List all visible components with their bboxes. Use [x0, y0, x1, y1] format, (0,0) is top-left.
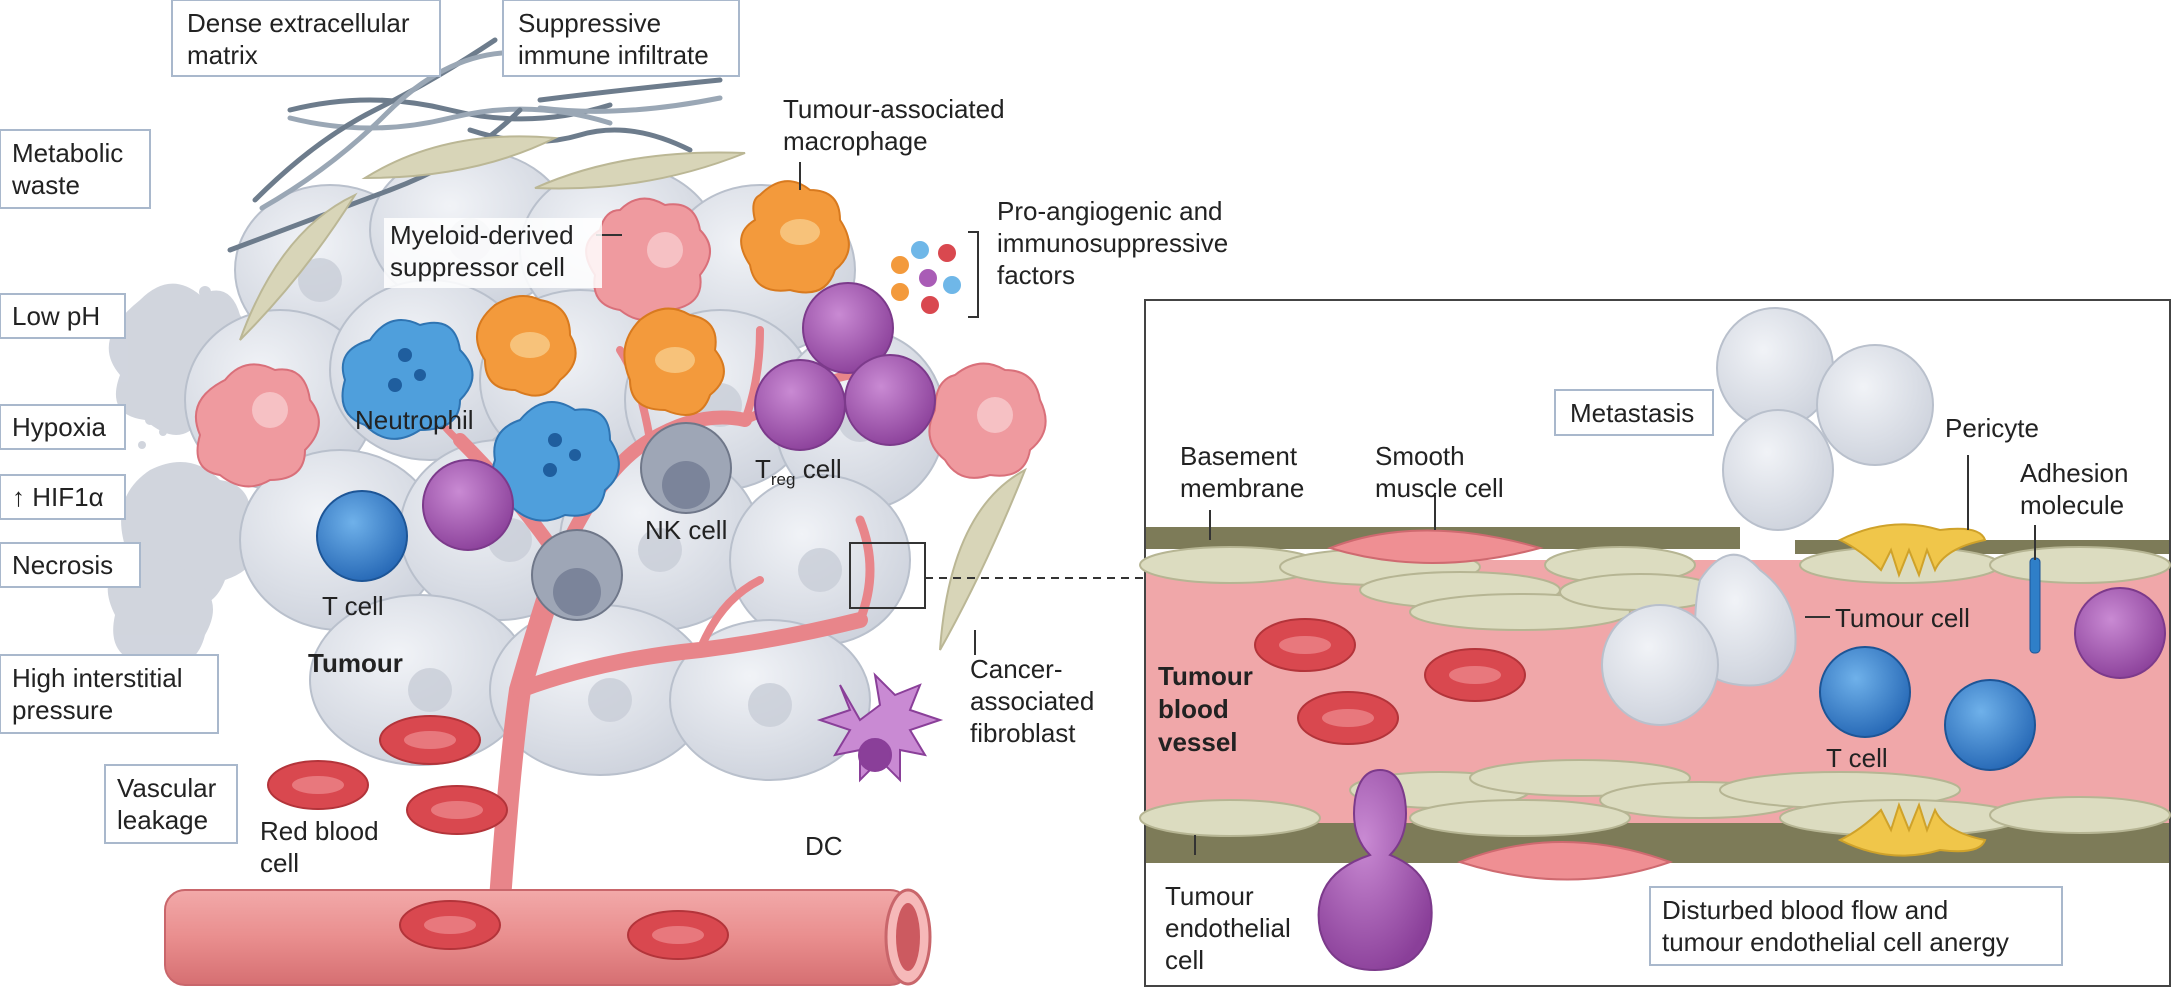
label-disturbed-flow: Disturbed blood flow and tumour endothel… — [1662, 895, 2009, 957]
label-neutrophil: Neutrophil — [355, 405, 474, 435]
treg-cell — [422, 459, 514, 551]
label-vascular-leakage: Vascular leakage — [117, 773, 223, 835]
mdsc-cell — [585, 197, 711, 321]
treg-cell — [844, 354, 936, 446]
label-metabolic-waste: Metabolic waste — [11, 138, 131, 200]
treg-cell — [802, 282, 894, 374]
treg-cells — [422, 282, 936, 551]
label-pericyte: Pericyte — [1945, 413, 2039, 443]
label-nk-cell: NK cell — [645, 515, 727, 545]
ecm-fibres — [227, 37, 723, 253]
label-tam: Tumour-associated macrophage — [783, 94, 1012, 156]
label-dc: DC — [805, 831, 843, 861]
label-tumour-blood-vessel: Tumour blood vessel — [1158, 661, 1260, 757]
label-tumour: Tumour — [308, 648, 403, 678]
neutrophils — [341, 319, 620, 522]
label-necrosis: Necrosis — [12, 550, 113, 580]
label-t-cell: T cell — [322, 591, 384, 621]
label-t-cell-vessel: T cell — [1826, 743, 1888, 773]
secreted-factors — [891, 241, 961, 314]
treg-cell — [754, 359, 846, 451]
mdsc-cell — [195, 363, 320, 488]
fibroblasts — [239, 135, 1027, 651]
cancer-associated-fibroblast — [939, 467, 1027, 651]
label-basement-membrane: Basement membrane — [1180, 441, 1304, 503]
label-low-ph: Low pH — [12, 301, 100, 331]
label-caf: Cancer- associated fibroblast — [970, 654, 1102, 748]
metabolic-waste-cluster — [107, 283, 257, 667]
label-interstitial-pressure: High interstitial pressure — [12, 663, 190, 725]
label-dense-ecm: Dense extracellular matrix — [187, 8, 417, 70]
neutrophil — [341, 319, 474, 440]
label-suppressive-infiltrate: Suppressive immune infiltrate — [518, 8, 709, 70]
label-endothelial-cell: Tumour endothelial cell — [1165, 881, 1298, 975]
label-mdsc: Myeloid-derived suppressor cell — [390, 220, 581, 282]
zoom-region — [849, 542, 926, 609]
label-factors: Pro-angiogenic and immunosuppressive fac… — [997, 196, 1235, 290]
t-cell-tumour — [316, 490, 408, 582]
label-boxes-left — [0, 0, 740, 844]
label-rbc: Red blood cell — [260, 816, 386, 878]
vessel-inset-panel — [1139, 299, 2171, 987]
label-hypoxia: Hypoxia — [12, 412, 106, 442]
label-hif1a: ↑ HIF1α — [12, 482, 104, 512]
dendritic-cell — [816, 672, 944, 783]
label-smooth-muscle: Smooth muscle cell — [1375, 441, 1504, 503]
main-vessel — [164, 888, 932, 986]
label-tumour-cell: Tumour cell — [1835, 603, 1970, 633]
label-treg: Treg cell — [755, 454, 842, 489]
label-metastasis: Metastasis — [1570, 398, 1694, 428]
label-adhesion-molecule: Adhesion molecule — [2020, 458, 2136, 520]
